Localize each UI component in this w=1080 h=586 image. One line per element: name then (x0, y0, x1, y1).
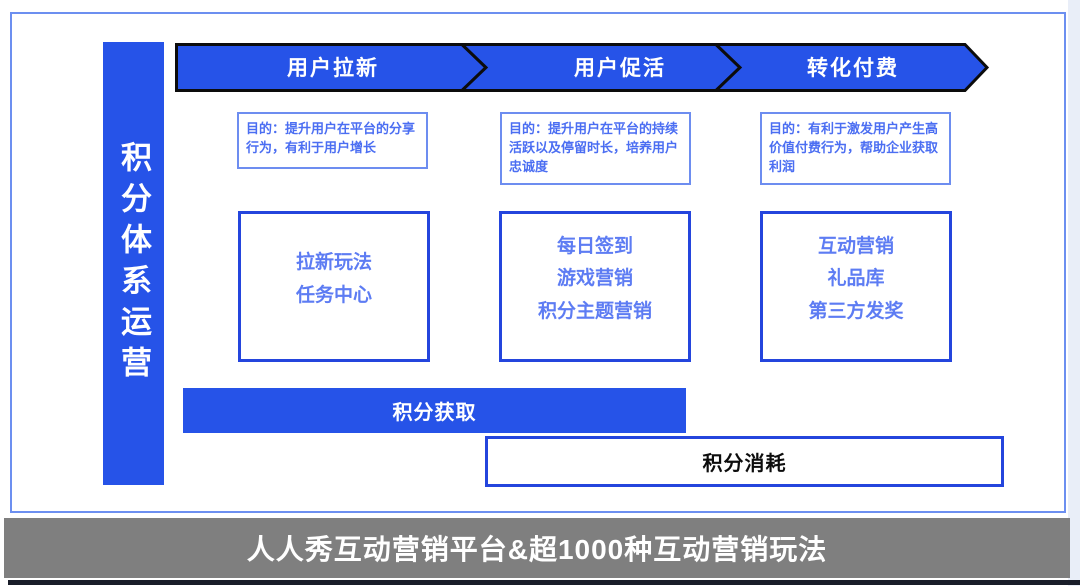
points-spend-label: 积分消耗 (702, 453, 787, 475)
purpose-box-acquisition: 目的：提升用户在平台的分享行为，有利于用户增长 (237, 112, 428, 169)
purpose-text-activation: 目的：提升用户在平台的持续活跃以及停留时长，培养用户忠诚度 (509, 121, 679, 174)
points-earn-label: 积分获取 (392, 402, 477, 424)
stage-label-conversion: 转化付费 (807, 56, 899, 80)
tactic-text-conversion: 互动营销 礼品库 第三方发奖 (808, 236, 904, 322)
stage-arrow-banner: 用户拉新 用户促活 转化付费 (175, 43, 990, 92)
bottom-divider-line (8, 580, 1080, 585)
points-earn-bar: 积分获取 (183, 388, 686, 433)
purpose-box-conversion: 目的：有利于激发用户产生高价值付费行为，帮助企业获取利润 (760, 112, 951, 185)
tactic-box-activation: 每日签到 游戏营销 积分主题营销 (499, 211, 691, 362)
page-right-margin (1068, 0, 1080, 586)
vertical-title-text: 积分体系运营 (116, 140, 151, 387)
purpose-text-acquisition: 目的：提升用户在平台的分享行为，有利于用户增长 (246, 121, 416, 155)
footer-banner: 人人秀互动营销平台&超1000种互动营销玩法 (4, 518, 1070, 578)
vertical-title-bar: 积分体系运营 (103, 42, 164, 485)
stage-label-activation: 用户促活 (574, 56, 666, 80)
tactic-text-activation: 每日签到 游戏营销 积分主题营销 (537, 236, 652, 322)
stage-label-acquisition: 用户拉新 (287, 56, 379, 80)
footer-title: 人人秀互动营销平台&超1000种互动营销玩法 (246, 534, 828, 565)
tactic-box-acquisition: 拉新玩法 任务中心 (238, 211, 430, 362)
tactic-box-conversion: 互动营销 礼品库 第三方发奖 (760, 211, 952, 362)
points-spend-bar: 积分消耗 (485, 436, 1004, 487)
purpose-box-activation: 目的：提升用户在平台的持续活跃以及停留时长，培养用户忠诚度 (500, 112, 691, 185)
purpose-text-conversion: 目的：有利于激发用户产生高价值付费行为，帮助企业获取利润 (769, 121, 939, 174)
tactic-text-acquisition: 拉新玩法 任务中心 (295, 252, 372, 306)
stage-arrow-segment-conversion (712, 43, 990, 92)
